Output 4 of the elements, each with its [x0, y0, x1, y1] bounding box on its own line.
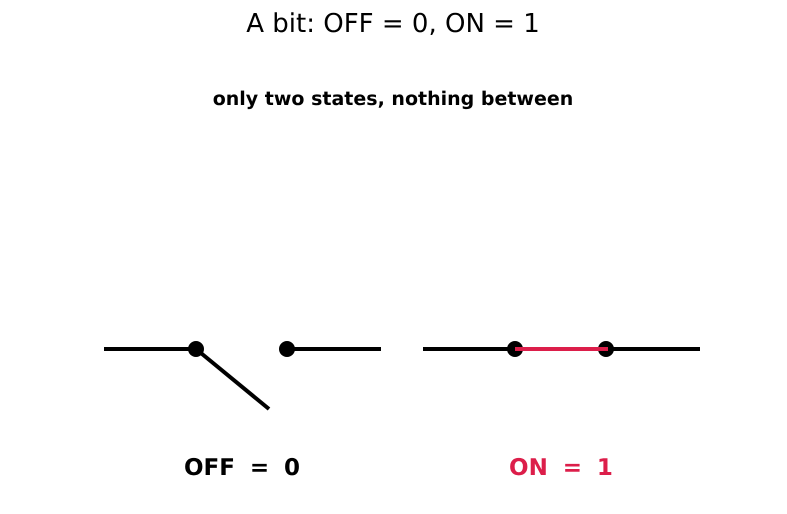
state-label: OFF = 0: [184, 455, 300, 482]
subtitle: only two states, nothing between: [212, 89, 574, 111]
title: A bit: OFF = 0, ON = 1: [246, 10, 540, 40]
state-label: ON = 1: [509, 455, 613, 482]
